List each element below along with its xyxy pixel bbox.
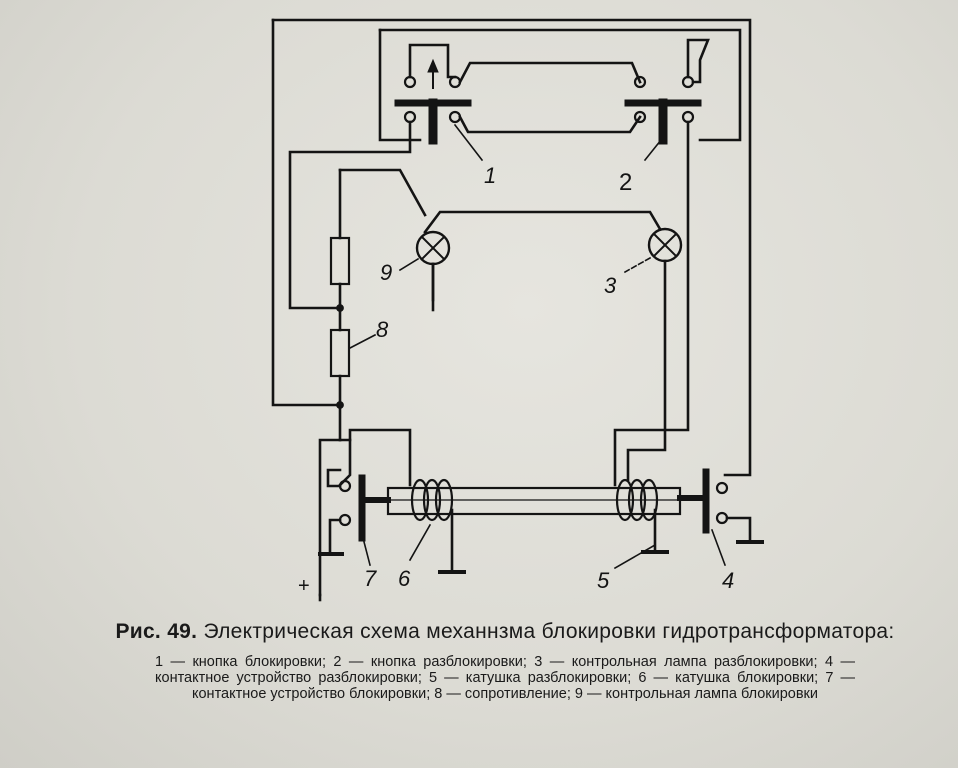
figure-caption: Рис. 49. Электрическая схема механнзма б… bbox=[60, 620, 950, 702]
wire-lamps-top bbox=[423, 210, 662, 234]
wire-btn1-down bbox=[288, 120, 412, 310]
label-4: 4 bbox=[722, 568, 734, 593]
leader-4 bbox=[710, 528, 727, 567]
solenoid-rod bbox=[386, 486, 682, 516]
wire-buttons-frame bbox=[378, 28, 742, 142]
leader-8 bbox=[348, 333, 377, 350]
wire-to-lamp-left bbox=[338, 168, 427, 217]
wire-btn2-down bbox=[613, 120, 690, 487]
wire-btn1-right-bot bbox=[458, 115, 642, 134]
coil-6 bbox=[410, 478, 454, 522]
label-5: 5 bbox=[597, 568, 610, 593]
wire-res8-side bbox=[338, 438, 352, 487]
leader-9 bbox=[398, 257, 420, 272]
label-3: 3 bbox=[604, 273, 617, 298]
label-2: 2 bbox=[619, 169, 632, 196]
wire-res-to-coil6 bbox=[338, 428, 412, 487]
resistor-8 bbox=[329, 328, 351, 378]
caption-title-text: Электрическая схема механнзма блокировки… bbox=[203, 620, 895, 643]
wire-btn1-top bbox=[408, 43, 457, 79]
circuit-schematic: 1 2 9 3 8 7 6 5 4 + bbox=[271, 18, 764, 602]
label-8: 8 bbox=[376, 317, 389, 342]
resistor-upper bbox=[329, 236, 351, 286]
wire-buttons-frame-left bbox=[378, 28, 422, 142]
wire-left-main bbox=[271, 18, 752, 477]
contact-device-4 bbox=[677, 468, 729, 534]
leader-3 bbox=[623, 256, 652, 274]
leader-7 bbox=[362, 537, 371, 566]
lamp-9 bbox=[415, 230, 451, 266]
wire-left-vertical bbox=[271, 18, 342, 407]
wire-lamp3-down bbox=[626, 259, 667, 482]
wire-left-to-contact7 bbox=[318, 438, 342, 597]
label-9: 9 bbox=[380, 260, 392, 285]
wire-btn1-right-top bbox=[458, 61, 642, 84]
lamp-3 bbox=[647, 227, 683, 263]
label-7: 7 bbox=[364, 566, 377, 591]
coil-5 bbox=[615, 478, 659, 522]
label-6: 6 bbox=[398, 566, 411, 591]
caption-figure-number: Рис. 49. bbox=[115, 620, 198, 643]
caption-title: Рис. 49. Электрическая схема механнзма б… bbox=[60, 620, 950, 644]
leader-6 bbox=[408, 523, 432, 562]
leader-2 bbox=[643, 133, 667, 162]
leader-5 bbox=[613, 543, 657, 570]
contact-device-7 bbox=[338, 474, 391, 542]
label-plus: + bbox=[298, 575, 310, 597]
wire-contact4-bot bbox=[725, 516, 752, 542]
wire-btn2-top bbox=[686, 38, 710, 84]
leader-1 bbox=[453, 123, 484, 162]
wire-contact7-top bbox=[326, 468, 342, 488]
wire-contact7-bot bbox=[328, 518, 342, 554]
label-1: 1 bbox=[484, 163, 496, 188]
junction-res bbox=[336, 304, 344, 312]
junction-res8 bbox=[336, 401, 344, 409]
caption-legend: 1 — кнопка блокировки; 2 — кнопка разбло… bbox=[155, 654, 855, 702]
